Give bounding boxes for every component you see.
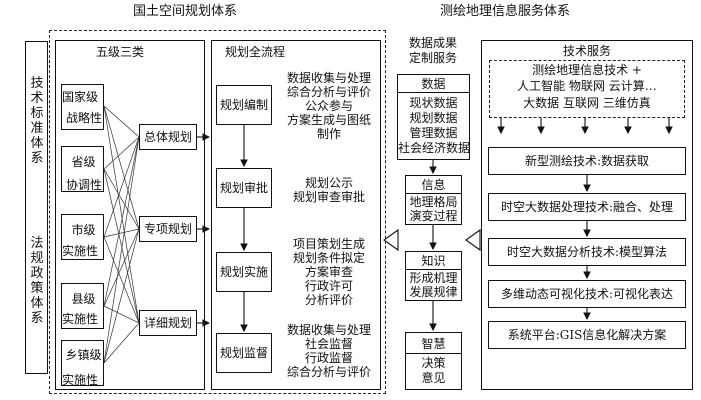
implement-item: 规划条件拟定 bbox=[292, 251, 365, 265]
level-province-name: 省级 bbox=[71, 155, 96, 169]
tech-step: 新型测绘技术:数据获取 bbox=[488, 147, 686, 175]
knowledge-item: 发展规律 bbox=[409, 285, 458, 299]
wisdom-box-divider bbox=[406, 353, 461, 354]
knowledge-item: 形成机理 bbox=[409, 271, 458, 285]
supervise-item: 社会监督 bbox=[304, 337, 353, 351]
process-title: 规划全流程 bbox=[225, 45, 286, 59]
compile-item: 公众参与 bbox=[304, 99, 353, 113]
stage-compile: 规划编制 bbox=[216, 85, 272, 125]
tech-step: 多维动态可视化技术:可视化表达 bbox=[488, 280, 686, 308]
tech-combo-line: 人工智能 物联网 云计算… bbox=[517, 79, 657, 93]
knowledge-box-head: 知识 bbox=[421, 254, 446, 268]
tech-step: 系统平台:GIS信息化解决方案 bbox=[488, 321, 686, 349]
tech-step-label: 新型测绘技术:数据获取 bbox=[524, 154, 650, 168]
knowledge-box: 知识 形成机理 发展规律 bbox=[405, 251, 462, 301]
compile-item: 综合分析与评价 bbox=[286, 85, 371, 99]
wisdom-box-head: 智慧 bbox=[421, 337, 446, 351]
level-county-sub: 实施性 bbox=[62, 312, 99, 326]
middle-block-arrow bbox=[465, 228, 481, 252]
level-province-sub: 协调性 bbox=[66, 178, 103, 192]
data-service-title-line1: 数据成果 bbox=[408, 36, 457, 50]
land-planning-frame bbox=[49, 30, 386, 394]
approve-item: 规划公示 bbox=[304, 176, 353, 190]
data-item: 规划数据 bbox=[409, 111, 458, 125]
approve-item: 规划审查审批 bbox=[292, 190, 365, 204]
wisdom-item: 决策 bbox=[421, 356, 446, 370]
implement-item: 方案审查 bbox=[304, 265, 353, 279]
right-system-title: 测绘地理信息服务体系 bbox=[440, 4, 571, 19]
type-detailed-plan: 详细规划 bbox=[139, 310, 197, 336]
tech-service-title: 技术服务 bbox=[562, 44, 611, 58]
level-county-name: 县级 bbox=[71, 292, 96, 306]
info-item: 地理格局 bbox=[409, 195, 458, 209]
stage-compile-label: 规划编制 bbox=[219, 98, 268, 112]
compile-item: 数据收集与处理 bbox=[286, 71, 371, 85]
data-box-divider bbox=[398, 92, 469, 93]
level-township: 乡镇级 bbox=[61, 340, 104, 386]
level-national-sub: 战略性 bbox=[66, 111, 103, 125]
type-special-plan-label: 专项规划 bbox=[143, 222, 192, 236]
compile-item: 方案生成与图纸 bbox=[286, 113, 371, 127]
level-city: 市级 bbox=[61, 214, 104, 260]
type-special-plan: 专项规划 bbox=[139, 216, 197, 242]
data-item: 社会经济数据 bbox=[398, 141, 471, 155]
stage-implement: 规划实施 bbox=[216, 252, 272, 292]
level-township-sub: 实施性 bbox=[62, 373, 99, 387]
stage-approve-label: 规划审批 bbox=[219, 181, 268, 195]
tech-step-label: 时空大数据处理技术:融合、处理 bbox=[500, 200, 674, 214]
supervise-item: 综合分析与评价 bbox=[286, 365, 371, 379]
type-master-plan-label: 总体规划 bbox=[143, 130, 192, 144]
tech-step-label: 时空大数据分析技术:模型算法 bbox=[506, 245, 668, 259]
wisdom-box: 智慧 决策 意见 bbox=[405, 332, 462, 390]
level-county: 县级 bbox=[61, 283, 104, 329]
left-system-title: 国土空间规划体系 bbox=[133, 4, 238, 19]
wisdom-item: 意见 bbox=[421, 371, 446, 385]
level-province: 省级 bbox=[61, 146, 104, 192]
tech-combo-frame bbox=[489, 60, 685, 118]
tech-step-label: 多维动态可视化技术:可视化表达 bbox=[500, 287, 674, 301]
type-detailed-plan-label: 详细规划 bbox=[143, 316, 192, 330]
tech-combo-line: 大数据 互联网 三维仿真 bbox=[523, 96, 651, 110]
level-township-name: 乡镇级 bbox=[65, 348, 102, 362]
side-label-policy: 法规政策体系 bbox=[30, 236, 44, 326]
info-item: 演变过程 bbox=[409, 209, 458, 223]
data-item: 管理数据 bbox=[409, 126, 458, 140]
supervise-item: 数据收集与处理 bbox=[286, 323, 371, 337]
implement-item: 分析评价 bbox=[304, 293, 353, 307]
side-bar bbox=[25, 41, 48, 374]
implement-item: 项目策划生成 bbox=[292, 237, 365, 251]
level-city-name: 市级 bbox=[71, 223, 96, 237]
knowledge-box-divider bbox=[406, 269, 461, 270]
stage-supervise-label: 规划监督 bbox=[219, 346, 268, 360]
data-box-head: 数据 bbox=[421, 77, 446, 91]
level-national-name: 国家级 bbox=[62, 90, 99, 104]
level-national: 国家级 bbox=[61, 84, 104, 130]
data-item: 现状数据 bbox=[409, 96, 458, 110]
stage-approve: 规划审批 bbox=[216, 168, 272, 208]
data-service-title-line2: 定制服务 bbox=[408, 51, 457, 65]
tech-step-label: 系统平台:GIS信息化解决方案 bbox=[507, 328, 667, 342]
data-box: 数据 现状数据 规划数据 管理数据 社会经济数据 bbox=[397, 74, 470, 160]
compile-item: 制作 bbox=[316, 127, 341, 141]
type-master-plan: 总体规划 bbox=[139, 124, 197, 150]
tech-combo-line: 测绘地理信息技术 + bbox=[532, 63, 642, 77]
tech-step: 时空大数据分析技术:模型算法 bbox=[488, 238, 686, 266]
stage-supervise: 规划监督 bbox=[216, 333, 272, 373]
left-block-arrow bbox=[383, 228, 399, 252]
side-label-standards: 技术标准体系 bbox=[30, 76, 44, 166]
stage-implement-label: 规划实施 bbox=[219, 265, 268, 279]
implement-item: 行政许可 bbox=[304, 279, 353, 293]
level-city-sub: 实施性 bbox=[62, 244, 99, 258]
level-type-links bbox=[103, 105, 140, 364]
five-levels-title: 五级三类 bbox=[96, 45, 145, 59]
info-box-divider bbox=[406, 193, 461, 194]
info-box: 信息 地理格局 演变过程 bbox=[405, 175, 462, 225]
info-box-head: 信息 bbox=[421, 178, 446, 192]
supervise-item: 行政监督 bbox=[304, 351, 353, 365]
tech-step: 时空大数据处理技术:融合、处理 bbox=[488, 193, 686, 221]
